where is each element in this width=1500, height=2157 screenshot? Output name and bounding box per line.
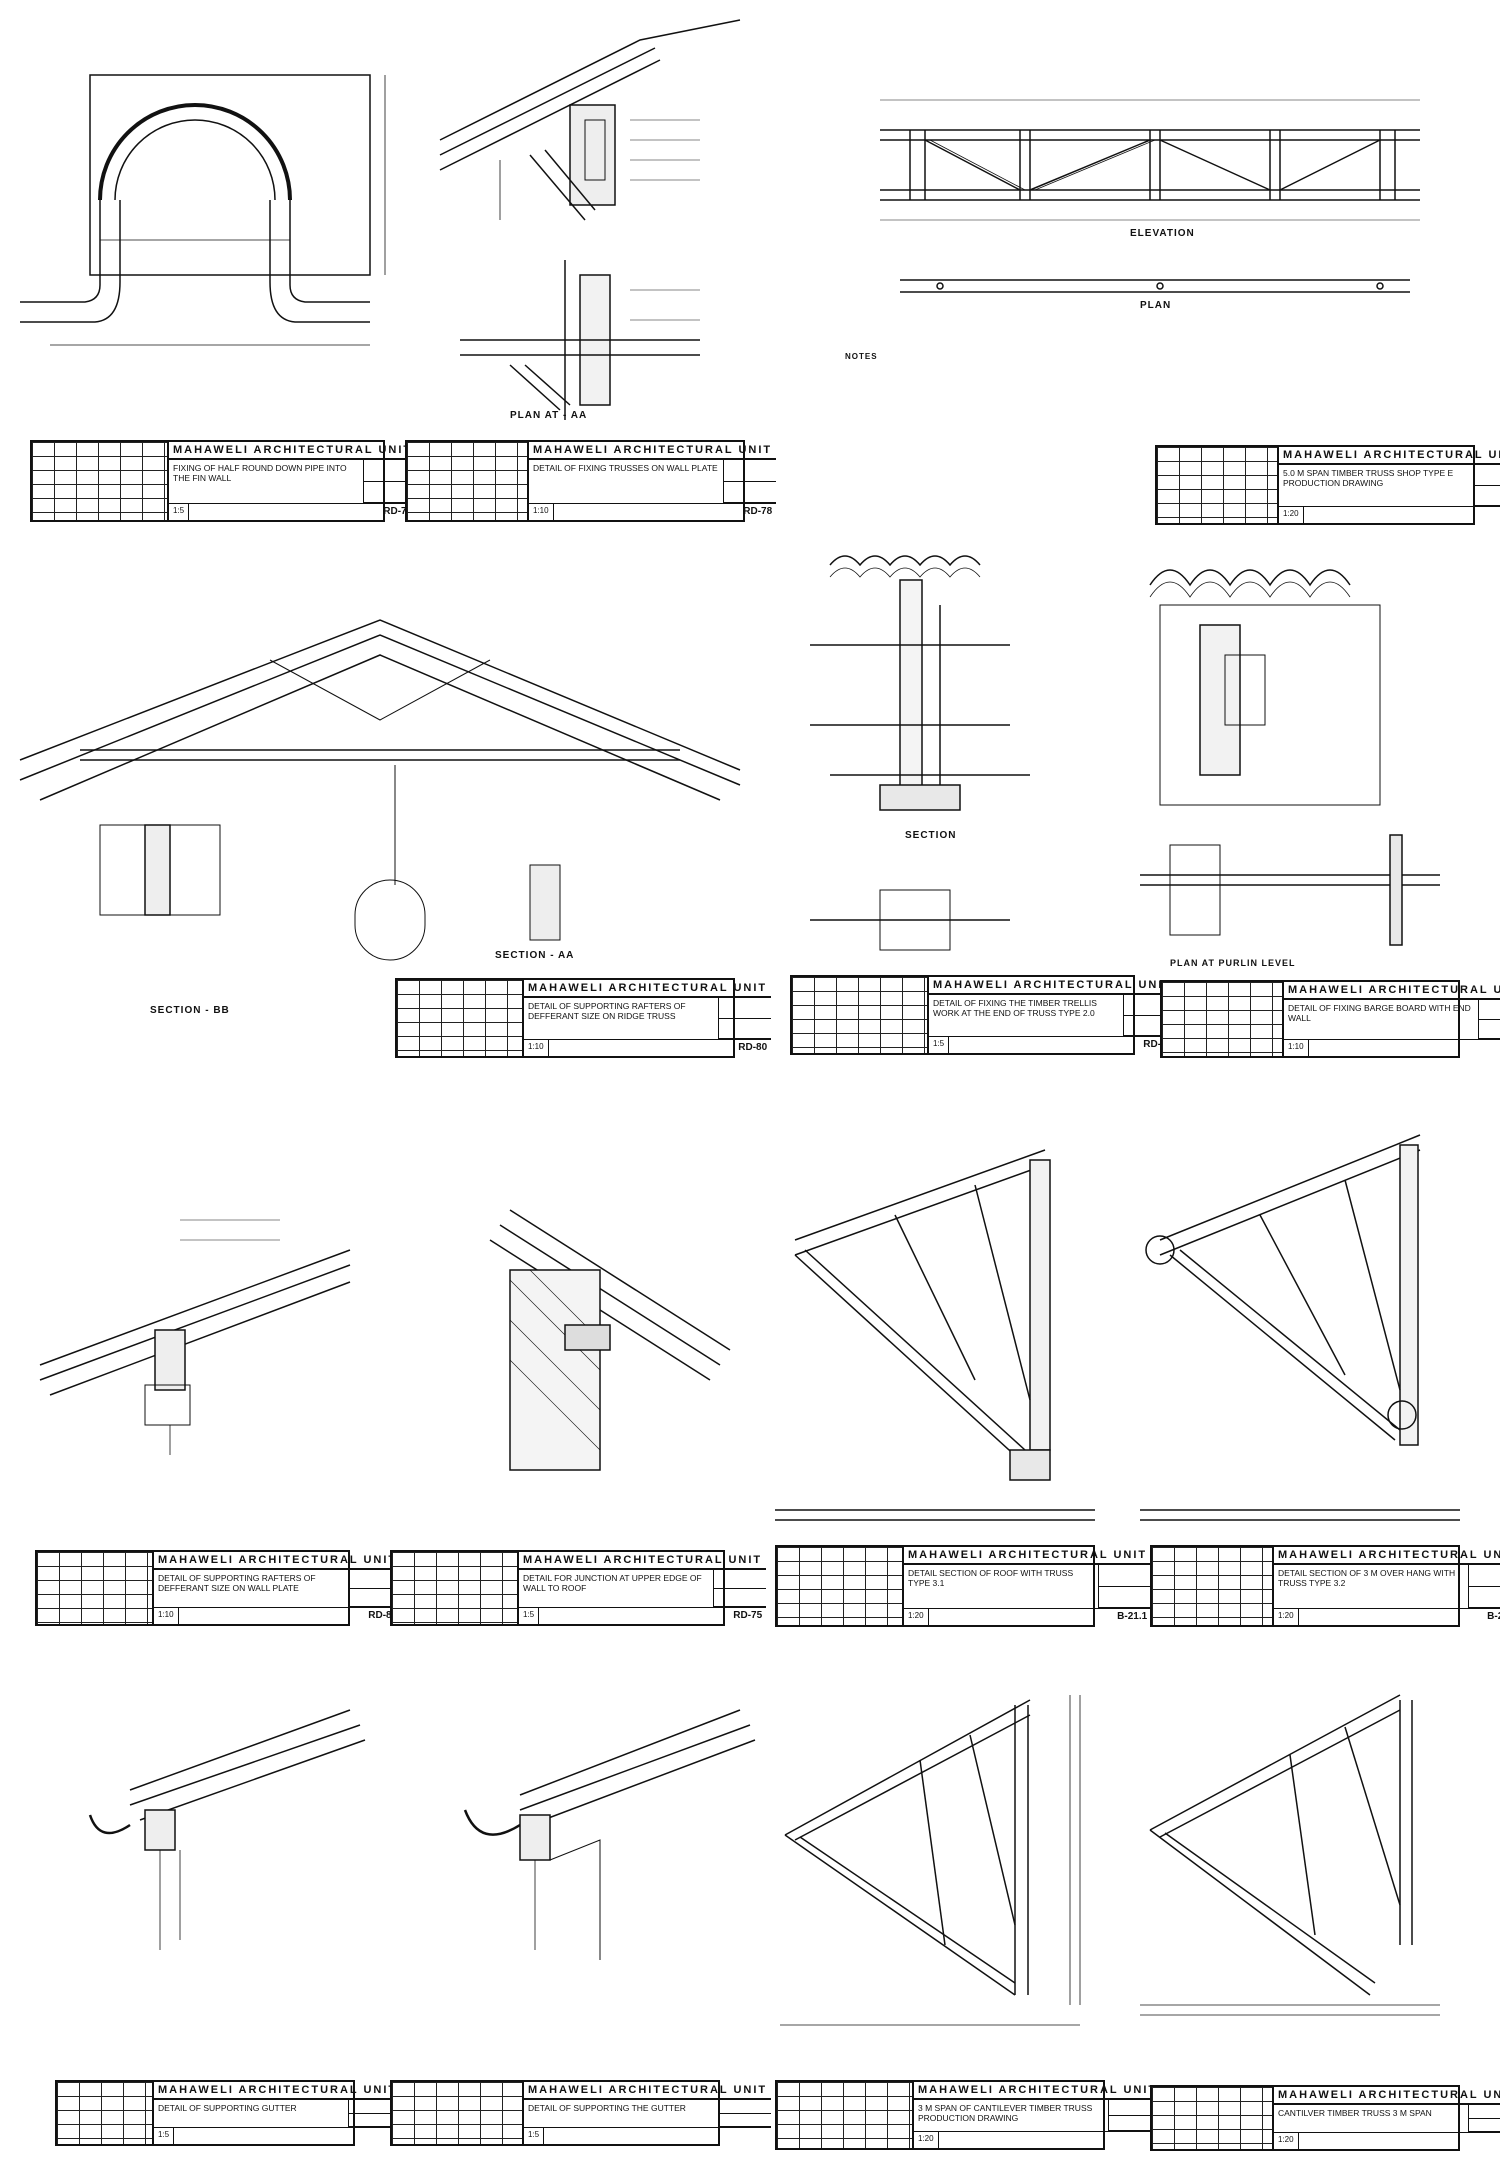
drawing-cantilever-2 (1140, 1665, 1470, 2045)
drawing-scale: 1:5 (154, 2128, 175, 2144)
drawing-scale: 1:5 (929, 1037, 950, 1053)
drawing-scale: 1:10 (524, 1040, 549, 1056)
title-block-sheet-12: MAHAWELI ARCHITECTURAL UNIT DETAIL OF SU… (390, 2080, 772, 2146)
drawing-title: DETAIL OF SUPPORTING RAFTERS OF DEFFERAN… (524, 998, 720, 1039)
drawing-title: DETAIL SECTION OF 3 M OVER HANG WITH TRU… (1274, 1565, 1470, 1608)
drawing-scale: 1:20 (1274, 1609, 1299, 1625)
drawing-number: RD-80 (738, 1042, 768, 1053)
title-block-sheet-11: MAHAWELI ARCHITECTURAL UNIT DETAIL OF SU… (55, 2080, 402, 2146)
title-block-sheet-9: MAHAWELI ARCHITECTURAL UNIT DETAIL SECTI… (775, 1545, 1152, 1627)
title-block-org: MAHAWELI ARCHITECTURAL UNIT (904, 1547, 1152, 1565)
caption-plan-aa: PLAN AT - AA (510, 410, 588, 421)
title-block-org: MAHAWELI ARCHITECTURAL UNIT (524, 980, 772, 998)
caption-section: SECTION (905, 830, 957, 841)
drawing-rafters-wall-plate (30, 1190, 360, 1460)
drawing-scale: 1:5 (524, 2128, 545, 2144)
drawing-title: DETAIL OF SUPPORTING THE GUTTER (524, 2100, 720, 2127)
drawing-title: DETAIL FOR JUNCTION AT UPPER EDGE OF WAL… (519, 1570, 715, 1607)
drawing-scale: 1:5 (519, 1608, 540, 1624)
title-block-sheet-5: MAHAWELI ARCHITECTURAL UNIT DETAIL OF FI… (790, 975, 1177, 1055)
caption-notes: NOTES (845, 352, 878, 361)
drawing-gutter-1 (70, 1700, 370, 1960)
title-block-sheet-6: MAHAWELI ARCHITECTURAL UNIT DETAIL OF FI… (1160, 980, 1500, 1058)
drawing-down-pipe-arch (20, 70, 390, 370)
caption-section-bb: SECTION - BB (150, 1005, 230, 1016)
title-block-sheet-4: MAHAWELI ARCHITECTURAL UNIT DETAIL OF SU… (395, 978, 772, 1058)
title-block-org: MAHAWELI ARCHITECTURAL UNIT (1274, 2087, 1500, 2105)
title-block-sheet-3: MAHAWELI ARCHITECTURAL UNIT 5.0 M SPAN T… (1155, 445, 1500, 525)
drawing-trellis (810, 545, 1130, 965)
drawing-scale: 1:10 (1284, 1040, 1309, 1056)
drawing-title: DETAIL OF FIXING THE TIMBER TRELLIS WORK… (929, 995, 1125, 1036)
caption-elevation: ELEVATION (1130, 228, 1195, 239)
drawing-title: DETAIL OF SUPPORTING GUTTER (154, 2100, 350, 2127)
drawing-number: RD-75 (733, 1610, 763, 1621)
drawing-title: DETAIL OF FIXING TRUSSES ON WALL PLATE (529, 460, 725, 503)
drawing-cantilever-1 (780, 1665, 1120, 2045)
drawing-number: RD-77 (383, 506, 413, 517)
title-block-org: MAHAWELI ARCHITECTURAL UNIT (154, 1552, 402, 1570)
title-block-org: MAHAWELI ARCHITECTURAL UNIT (1284, 982, 1500, 1000)
drawing-number: RD-79 (1143, 1039, 1173, 1050)
title-block-sheet-7: MAHAWELI ARCHITECTURAL UNIT DETAIL OF SU… (35, 1550, 402, 1626)
drawing-scale: 1:20 (904, 1609, 929, 1625)
drawing-scale: 1:20 (1279, 507, 1304, 523)
caption-section-aa: SECTION - AA (495, 950, 575, 961)
caption-plan: PLAN (1140, 300, 1172, 311)
drawing-scale: 1:5 (169, 504, 190, 520)
caption-plan-purlin: PLAN AT PURLIN LEVEL (1170, 958, 1296, 968)
drawing-title: 3 M SPAN OF CANTILEVER TIMBER TRUSS PROD… (914, 2100, 1110, 2131)
drawing-title: DETAIL SECTION OF ROOF WITH TRUSS TYPE 3… (904, 1565, 1100, 1608)
drawing-scale: 1:10 (154, 1608, 179, 1624)
title-block-sheet-10: MAHAWELI ARCHITECTURAL UNIT DETAIL SECTI… (1150, 1545, 1500, 1627)
drawing-truss-3-1 (775, 1120, 1105, 1540)
title-block-sheet-13: MAHAWELI ARCHITECTURAL UNIT 3 M SPAN OF … (775, 2080, 1162, 2150)
drawing-truss-wall-plate (420, 20, 750, 420)
title-block-org: MAHAWELI ARCHITECTURAL UNIT (154, 2082, 402, 2100)
drawing-gutter-2 (460, 1700, 760, 1960)
title-block-org: MAHAWELI ARCHITECTURAL UNIT (929, 977, 1177, 995)
title-block-org: MAHAWELI ARCHITECTURAL UNIT (1279, 447, 1500, 465)
drawing-title: DETAIL OF SUPPORTING RAFTERS OF DEFFERAN… (154, 1570, 350, 1607)
title-block-org: MAHAWELI ARCHITECTURAL UNIT (529, 442, 777, 460)
drawing-number: RD-86 (368, 1610, 398, 1621)
drawing-number: B-21.1 (1117, 1611, 1148, 1622)
drawing-barge-board (1140, 545, 1460, 965)
drawing-title: FIXING OF HALF ROUND DOWN PIPE INTO THE … (169, 460, 365, 503)
drawing-ridge-truss (20, 600, 740, 1020)
title-block-sheet-14: MAHAWELI ARCHITECTURAL UNIT CANTILVER TI… (1150, 2085, 1500, 2151)
title-block-sheet-2: MAHAWELI ARCHITECTURAL UNIT DETAIL OF FI… (405, 440, 777, 522)
drawing-title: CANTILVER TIMBER TRUSS 3 M SPAN (1274, 2105, 1470, 2132)
drawing-number: B-21.2 (1487, 1611, 1500, 1622)
title-block-org: MAHAWELI ARCHITECTURAL UNIT (524, 2082, 772, 2100)
title-block-org: MAHAWELI ARCHITECTURAL UNIT (914, 2082, 1162, 2100)
title-block-sheet-1: MAHAWELI ARCHITECTURAL UNIT FIXING OF HA… (30, 440, 417, 522)
drawing-truss-3-2 (1130, 1110, 1470, 1540)
title-block-org: MAHAWELI ARCHITECTURAL UNIT (519, 1552, 767, 1570)
drawing-number (763, 2128, 771, 2144)
drawing-title: DETAIL OF FIXING BARGE BOARD WITH END WA… (1284, 1000, 1480, 1039)
drawing-wall-roof-junction (470, 1180, 750, 1480)
drawing-truss-elevation (880, 60, 1430, 320)
drawing-scale: 1:20 (914, 2132, 939, 2148)
drawing-scale: 1:10 (529, 504, 554, 520)
drawing-title: 5.0 M SPAN TIMBER TRUSS SHOP TYPE E PROD… (1279, 465, 1475, 506)
title-block-org: MAHAWELI ARCHITECTURAL UNIT (169, 442, 417, 460)
title-block-sheet-8: MAHAWELI ARCHITECTURAL UNIT DETAIL FOR J… (390, 1550, 767, 1626)
drawing-number: RD-78 (743, 506, 773, 517)
drawing-scale: 1:20 (1274, 2133, 1299, 2149)
title-block-org: MAHAWELI ARCHITECTURAL UNIT (1274, 1547, 1500, 1565)
